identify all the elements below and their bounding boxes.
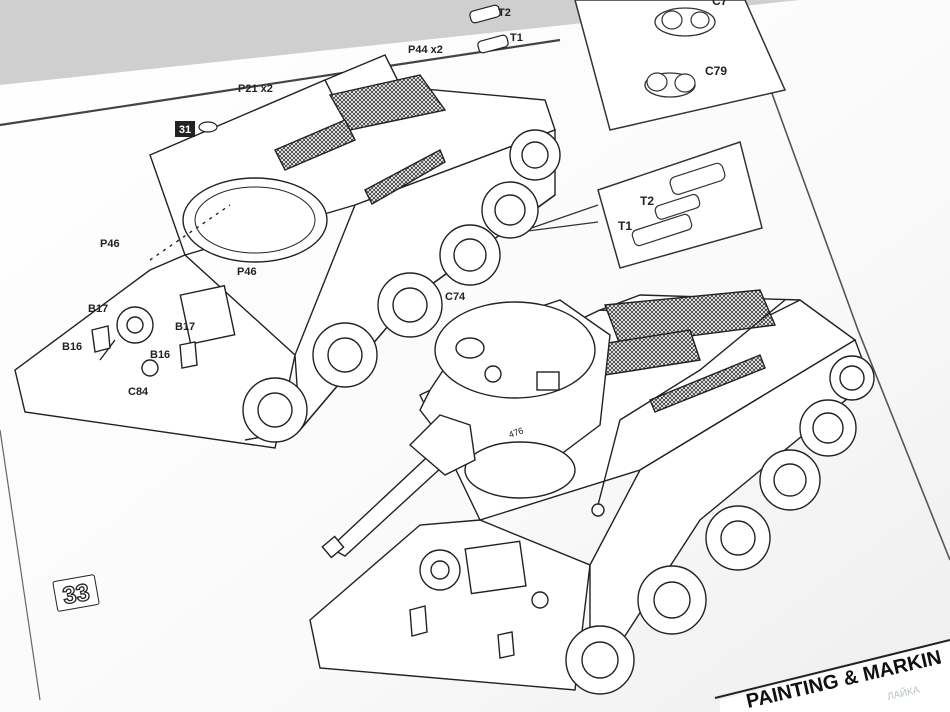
frame-right-border xyxy=(737,0,950,561)
label-p21: P21 x2 xyxy=(238,83,273,95)
callout-box-tracks: T2 T1 xyxy=(519,141,763,269)
label-c79: C79 xyxy=(705,64,727,78)
tank-turret-drawing xyxy=(309,289,875,695)
step-33-badge: 33 xyxy=(52,574,100,612)
label-b17-b: B17 xyxy=(175,321,195,333)
label-t2-top: T2 xyxy=(498,7,511,19)
label-t1-box: T1 xyxy=(618,219,632,233)
label-b16-b: B16 xyxy=(150,349,170,361)
label-p44: P44 x2 xyxy=(408,44,443,56)
step-31-label: 31 xyxy=(179,124,191,136)
label-p46-a: P46 xyxy=(100,238,120,250)
label-t2-box: T2 xyxy=(640,194,654,208)
label-t1-top: T1 xyxy=(510,32,523,44)
label-p46-b: P46 xyxy=(237,266,257,278)
tank-hull-drawing xyxy=(14,54,561,449)
step-31-badge: 31 xyxy=(175,121,218,137)
track-links-top xyxy=(469,4,509,54)
label-b17-a: B17 xyxy=(88,303,108,315)
callout-box-c79: C7 C79 xyxy=(574,0,787,131)
step-33-label: 33 xyxy=(61,579,92,610)
turret-number-label: 476 xyxy=(507,425,525,440)
frame-left-border xyxy=(0,429,41,701)
label-c7x: C7 xyxy=(712,0,728,8)
label-b16-a: B16 xyxy=(62,341,82,353)
label-c74: C74 xyxy=(445,291,466,303)
frame-top-border xyxy=(0,38,561,127)
label-c84: C84 xyxy=(128,386,149,398)
